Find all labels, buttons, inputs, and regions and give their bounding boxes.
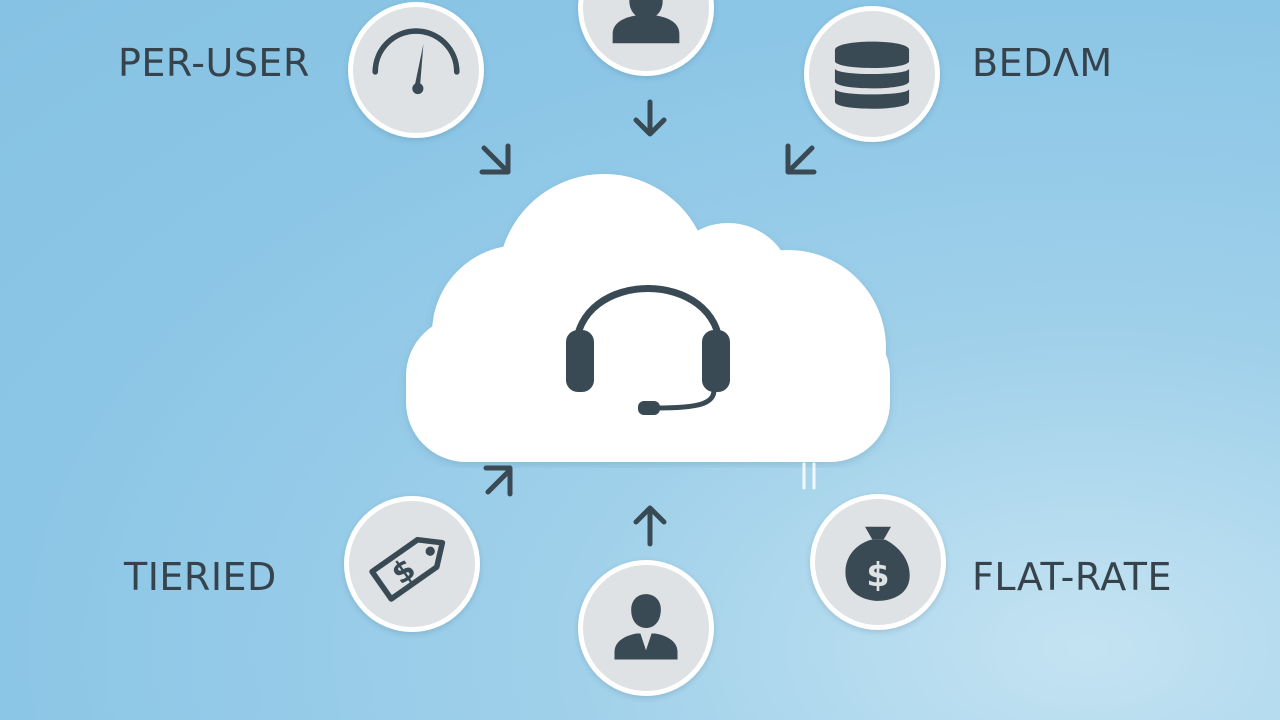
tiered-node: $ (344, 496, 480, 632)
price-tag-icon: $ (369, 536, 446, 602)
per-user-label: PER-USER (118, 41, 310, 85)
per-user-node (348, 2, 484, 138)
flat-rate-label: FLAT-RATE (972, 555, 1173, 599)
arrow-bedm (770, 126, 830, 186)
arrow-flat-rate (790, 458, 850, 518)
database-icon (834, 41, 910, 109)
bottom-user-node (578, 560, 714, 696)
top-user-node (578, 0, 714, 76)
user-icon (614, 594, 678, 660)
arrow-tiered (470, 452, 530, 512)
headset-icon (566, 285, 730, 415)
arrow-top-user (620, 96, 680, 156)
user-icon (612, 0, 680, 44)
arrow-per-user (466, 126, 526, 186)
cloud-shape (398, 168, 898, 468)
arrow-bottom-user (620, 490, 680, 550)
bedm-label: BEDΛM (972, 41, 1113, 85)
gauge-icon (372, 28, 460, 95)
tiered-label: TIERIED (124, 555, 277, 599)
bedm-node (804, 6, 940, 142)
svg-text:$: $ (866, 555, 889, 594)
money-bag-icon: $ (845, 526, 910, 601)
flat-rate-node: $ (810, 494, 946, 630)
